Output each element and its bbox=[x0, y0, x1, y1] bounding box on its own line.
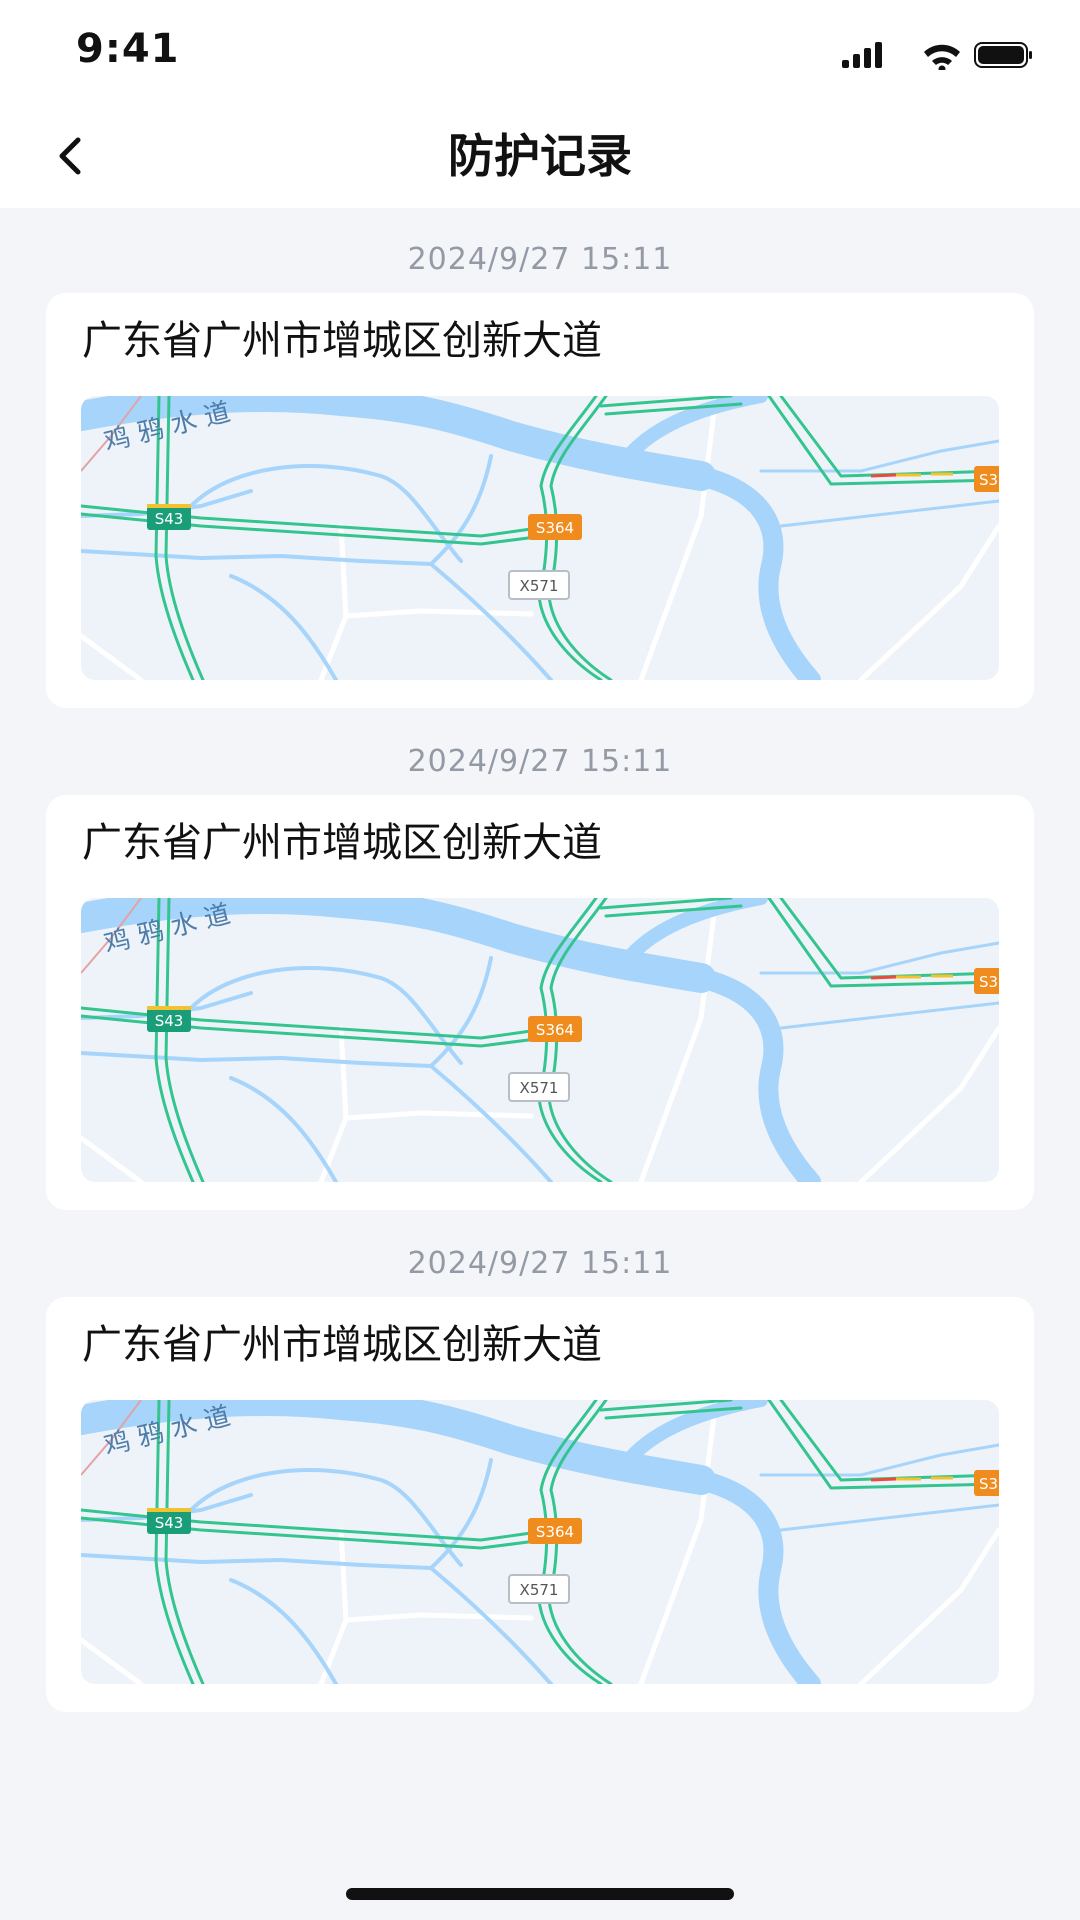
record-card[interactable]: 广东省广州市增城区创新大道 bbox=[46, 293, 1034, 708]
record-map[interactable]: 鸡 鸦 水 道 S43 S364 X571 S3 bbox=[81, 1400, 999, 1684]
road-badge-S3: S3 bbox=[974, 1470, 999, 1496]
record-map[interactable]: 鸡 鸦 水 道 S43 S364 X571 S3 bbox=[81, 898, 999, 1182]
record-map[interactable]: 鸡 鸦 水 道 S43 S364 X571 S3 bbox=[81, 396, 999, 680]
record-address: 广东省广州市增城区创新大道 bbox=[82, 1322, 602, 1368]
svg-text:S3: S3 bbox=[979, 973, 998, 991]
svg-text:S364: S364 bbox=[536, 1523, 574, 1541]
status-time: 9:41 bbox=[76, 26, 180, 72]
road-badge-S43: S43 bbox=[147, 1508, 191, 1534]
wifi-icon bbox=[924, 44, 960, 70]
status-icons bbox=[842, 42, 1032, 70]
record-address: 广东省广州市增城区创新大道 bbox=[82, 318, 602, 364]
home-indicator bbox=[346, 1888, 734, 1900]
road-badge-X571: X571 bbox=[508, 1072, 570, 1102]
road-badge-X571: X571 bbox=[508, 1574, 570, 1604]
nav-bar: 防护记录 bbox=[0, 104, 1080, 208]
road-badge-S3: S3 bbox=[974, 968, 999, 994]
rail-line bbox=[81, 1400, 142, 1476]
svg-text:S43: S43 bbox=[155, 1514, 184, 1532]
rail-line bbox=[81, 898, 142, 974]
battery-icon bbox=[974, 42, 1032, 68]
map-canvas: 鸡 鸦 水 道 S43 S364 X571 S3 bbox=[81, 1400, 999, 1684]
map-canvas: 鸡 鸦 水 道 S43 S364 X571 S3 bbox=[81, 396, 999, 680]
highways bbox=[81, 898, 999, 1182]
highways bbox=[81, 396, 999, 680]
record-list: 2024/9/27 15:11 广东省广州市增城区创新大道 bbox=[0, 208, 1080, 1714]
status-bar: 9:41 bbox=[0, 0, 1080, 104]
road-badge-S364: S364 bbox=[528, 1016, 582, 1042]
traffic-segments bbox=[870, 1476, 953, 1482]
svg-text:S43: S43 bbox=[155, 510, 184, 528]
record-time: 2024/9/27 15:11 bbox=[407, 242, 673, 277]
traffic-segments bbox=[870, 974, 953, 980]
rail-line bbox=[81, 396, 142, 472]
back-button[interactable] bbox=[44, 126, 104, 186]
svg-text:S3: S3 bbox=[979, 1475, 998, 1493]
svg-text:S364: S364 bbox=[536, 1021, 574, 1039]
svg-text:S3: S3 bbox=[979, 471, 998, 489]
record-item: 2024/9/27 15:11 广东省广州市增城区创新大道 bbox=[0, 710, 1080, 1212]
svg-text:S43: S43 bbox=[155, 1012, 184, 1030]
river bbox=[81, 898, 999, 1182]
record-item: 2024/9/27 15:11 广东省广州市增城区创新大道 bbox=[0, 1212, 1080, 1714]
chevron-left-icon bbox=[59, 137, 81, 175]
road-badge-S43: S43 bbox=[147, 504, 191, 530]
road-badge-S364: S364 bbox=[528, 1518, 582, 1544]
svg-text:X571: X571 bbox=[520, 1581, 559, 1599]
road-badge-S43: S43 bbox=[147, 1006, 191, 1032]
road-badge-S364: S364 bbox=[528, 514, 582, 540]
minor-roads bbox=[81, 898, 999, 1182]
road-badge-S3: S3 bbox=[974, 466, 999, 492]
map-canvas: 鸡 鸦 水 道 S43 S364 X571 S3 bbox=[81, 898, 999, 1182]
record-card[interactable]: 广东省广州市增城区创新大道 bbox=[46, 1297, 1034, 1712]
svg-text:X571: X571 bbox=[520, 577, 559, 595]
record-card[interactable]: 广东省广州市增城区创新大道 bbox=[46, 795, 1034, 1210]
record-address: 广东省广州市增城区创新大道 bbox=[82, 820, 602, 866]
minor-roads bbox=[81, 396, 999, 680]
svg-text:X571: X571 bbox=[520, 1079, 559, 1097]
traffic-segments bbox=[870, 472, 953, 478]
record-time: 2024/9/27 15:11 bbox=[407, 1246, 673, 1281]
record-item: 2024/9/27 15:11 广东省广州市增城区创新大道 bbox=[0, 208, 1080, 710]
svg-text:S364: S364 bbox=[536, 519, 574, 537]
signal-icon bbox=[842, 42, 882, 68]
minor-roads bbox=[81, 1400, 999, 1684]
river bbox=[81, 1400, 999, 1684]
record-time: 2024/9/27 15:11 bbox=[407, 744, 673, 779]
road-badge-X571: X571 bbox=[508, 570, 570, 600]
page-title: 防护记录 bbox=[448, 129, 632, 183]
